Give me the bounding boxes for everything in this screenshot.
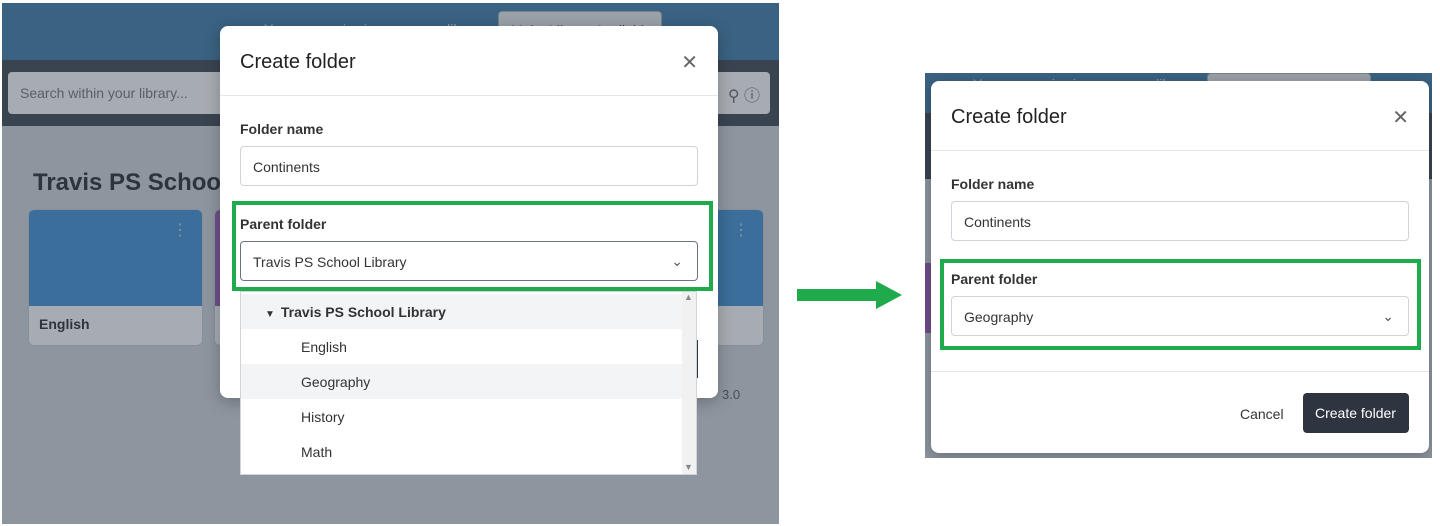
modal-header: Create folder ✕ xyxy=(220,26,718,96)
parent-folder-label: Parent folder xyxy=(240,216,327,232)
search-placeholder: Search within your library... xyxy=(20,85,188,101)
chevron-down-icon: ⌄ xyxy=(671,253,683,269)
dropdown-scrollbar[interactable]: ▲ ▼ xyxy=(682,292,696,474)
folder-card[interactable]: ⋮ xyxy=(714,209,764,346)
parent-folder-select[interactable]: Travis PS School Library ⌄ xyxy=(240,241,698,281)
right-screenshot: You are previewing your new library Make… xyxy=(925,73,1432,458)
folder-name-label: Folder name xyxy=(240,121,324,137)
dropdown-option[interactable]: Math xyxy=(301,444,333,460)
search-icons: ⚲ ⓘ xyxy=(728,82,760,106)
parent-folder-highlight xyxy=(940,259,1421,350)
folder-name-label: Folder name xyxy=(951,176,1035,192)
card-cover: ⋮ xyxy=(29,210,202,306)
parent-folder-dropdown: ▼ Travis PS School Library English Geogra… xyxy=(240,291,697,475)
caret-down-icon: ▼ xyxy=(265,309,275,320)
dropdown-option-label: Travis PS School Library xyxy=(280,304,446,320)
scroll-down-icon[interactable]: ▼ xyxy=(684,462,693,472)
info-icon[interactable]: ⓘ xyxy=(743,88,760,105)
dropdown-option[interactable]: Geography xyxy=(241,364,682,399)
modal-header: Create folder ✕ xyxy=(931,81,1429,151)
parent-folder-highlight xyxy=(232,201,713,291)
more-options-icon[interactable]: ⋮ xyxy=(733,222,749,239)
chevron-down-icon: ⌄ xyxy=(1382,308,1394,324)
close-icon[interactable]: ✕ xyxy=(681,52,698,74)
modal-title: Create folder xyxy=(951,106,1067,128)
version-text: 3.0 xyxy=(722,387,741,402)
card-cover xyxy=(925,263,933,333)
scroll-up-icon[interactable]: ▲ xyxy=(684,292,693,302)
search-icon[interactable]: ⚲ xyxy=(727,88,740,105)
folder-card[interactable]: ⋮ English xyxy=(28,209,203,346)
parent-folder-value: Travis PS School Library xyxy=(253,254,407,270)
cancel-button[interactable]: Cancel xyxy=(1240,406,1284,422)
parent-folder-select[interactable]: Geography ⌄ xyxy=(951,296,1409,336)
modal-footer: Cancel Create folder xyxy=(931,371,1429,453)
dropdown-option[interactable]: English xyxy=(301,339,347,355)
dropdown-option-root[interactable]: ▼ Travis PS School Library xyxy=(241,294,682,329)
dropdown-option[interactable]: History xyxy=(301,409,345,425)
parent-folder-value: Geography xyxy=(964,309,1034,325)
create-folder-modal: Create folder ✕ Folder name Continents P… xyxy=(931,81,1429,453)
left-screenshot: You are previewing your new library Make… xyxy=(2,3,779,524)
folder-name-input[interactable]: Continents xyxy=(951,201,1409,241)
card-label: English xyxy=(39,316,90,332)
folder-name-input[interactable]: Continents xyxy=(240,146,698,186)
close-icon[interactable]: ✕ xyxy=(1392,107,1409,129)
arrow-right-icon xyxy=(876,281,902,309)
card-cover: ⋮ xyxy=(715,210,763,306)
modal-title: Create folder xyxy=(240,51,356,73)
create-folder-button[interactable]: Create folder xyxy=(1303,393,1409,433)
parent-folder-label: Parent folder xyxy=(951,271,1038,287)
arrow-shaft xyxy=(797,289,877,301)
more-options-icon[interactable]: ⋮ xyxy=(172,222,188,239)
